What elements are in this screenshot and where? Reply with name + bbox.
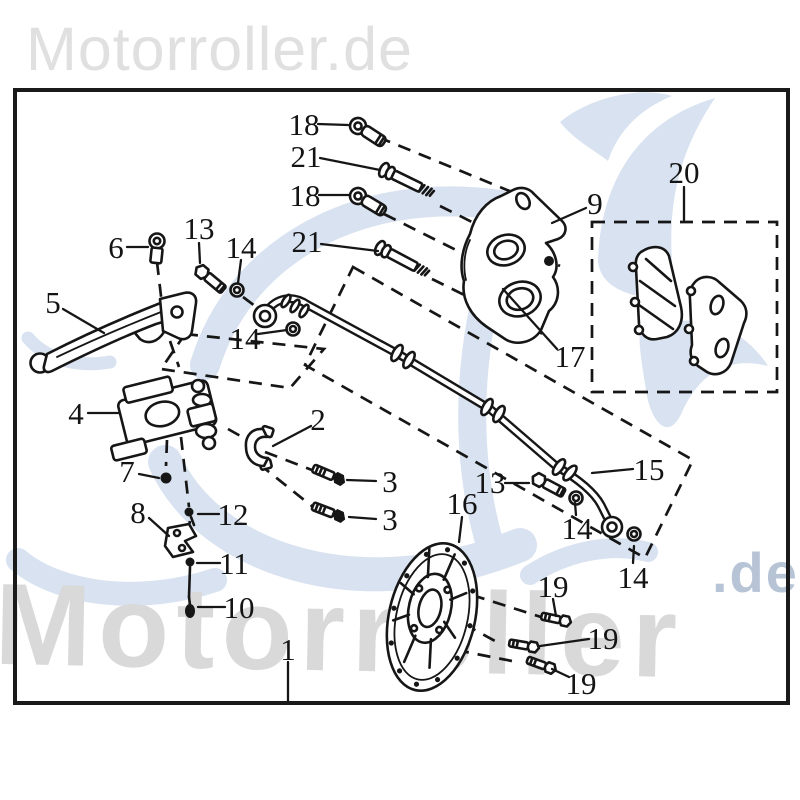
part-number-label-11: 11	[219, 546, 249, 581]
washer-14	[626, 526, 642, 542]
fitting-dashed-box	[158, 332, 327, 390]
pin-7	[160, 472, 172, 484]
brake-caliper-drawing	[460, 186, 567, 344]
lever-joint-bracket-drawing	[163, 522, 198, 559]
watermark-layer: Motorroller.de Motorroller .de	[0, 15, 799, 702]
part-number-label-3: 3	[382, 464, 398, 499]
pivot-parts-drawing	[148, 232, 196, 618]
washer-14	[285, 321, 301, 337]
bolt-3-lower	[309, 499, 349, 526]
part-number-label-9: 9	[587, 186, 603, 221]
part-number-label-1: 1	[280, 632, 296, 667]
bolt-10	[185, 604, 195, 618]
leader-lines	[61, 122, 686, 704]
parts-drawing	[29, 113, 748, 693]
part-number-label-8: 8	[130, 495, 146, 530]
header-logo-watermark: Motorroller.de	[26, 15, 413, 83]
pin-11	[185, 557, 195, 567]
part-number-label-15: 15	[634, 452, 665, 487]
banjo-bolt-13-upper	[191, 261, 229, 296]
part-number-label-13: 13	[184, 211, 215, 246]
part-number-label-14: 14	[618, 560, 650, 595]
part-number-label-7: 7	[119, 454, 135, 489]
part-number-label-12: 12	[218, 497, 249, 532]
part-number-label-14: 14	[226, 230, 258, 265]
bolt-6	[148, 232, 166, 250]
brake-pads-drawing	[627, 245, 748, 376]
logo-swoosh-arc	[190, 186, 515, 380]
logo-swoosh-wing	[560, 92, 672, 161]
logo-swoosh-arc	[6, 548, 227, 606]
bolt-3-upper	[309, 461, 350, 489]
bolt-12	[184, 507, 194, 517]
part-number-label-18: 18	[290, 178, 321, 213]
logo-swoosh-arc	[520, 538, 658, 585]
banjo-eye-lower	[600, 515, 624, 539]
part-number-label-2: 2	[310, 402, 326, 437]
diagonal-text-watermark: Motorroller	[0, 559, 685, 702]
washer-14	[229, 282, 245, 298]
bolt-21-lower	[371, 238, 433, 282]
caliper-ear-hole	[514, 191, 532, 211]
part-number-label-14: 14	[230, 321, 262, 356]
brake-pads-dashed-box	[590, 220, 779, 394]
part-number-label-13: 13	[475, 465, 506, 500]
brake-disc-drawing	[385, 541, 479, 693]
part-number-label-10: 10	[224, 590, 255, 625]
part-number-label-3: 3	[382, 502, 398, 537]
part-number-label-19: 19	[566, 666, 597, 701]
part-number-label-6: 6	[108, 230, 124, 265]
master-cylinder-drawing	[110, 375, 218, 462]
part-number-label-19: 19	[588, 621, 619, 656]
hose-clamp-drawing	[244, 424, 275, 471]
bolt-18-upper	[345, 113, 390, 151]
hose-dashed-box	[303, 265, 695, 560]
part-number-label-18: 18	[289, 107, 320, 142]
part-number-label-19: 19	[538, 569, 569, 604]
brake-hose-drawing	[252, 293, 624, 539]
de-suffix-watermark: .de	[712, 541, 799, 604]
brake-lever-drawing	[29, 291, 198, 374]
diagram-border	[13, 88, 790, 705]
part-number-label-14: 14	[562, 511, 594, 546]
part-number-label-21: 21	[292, 224, 323, 259]
banjo-eye-upper	[252, 303, 278, 329]
part-number-label-21: 21	[291, 139, 322, 174]
part-number-label-17: 17	[555, 339, 586, 374]
part-number-label-5: 5	[45, 285, 61, 320]
part-number-label-16: 16	[447, 486, 478, 521]
part-number-label-4: 4	[68, 396, 84, 431]
part-number-label-20: 20	[669, 155, 700, 190]
logo-swoosh-wing	[598, 98, 715, 296]
